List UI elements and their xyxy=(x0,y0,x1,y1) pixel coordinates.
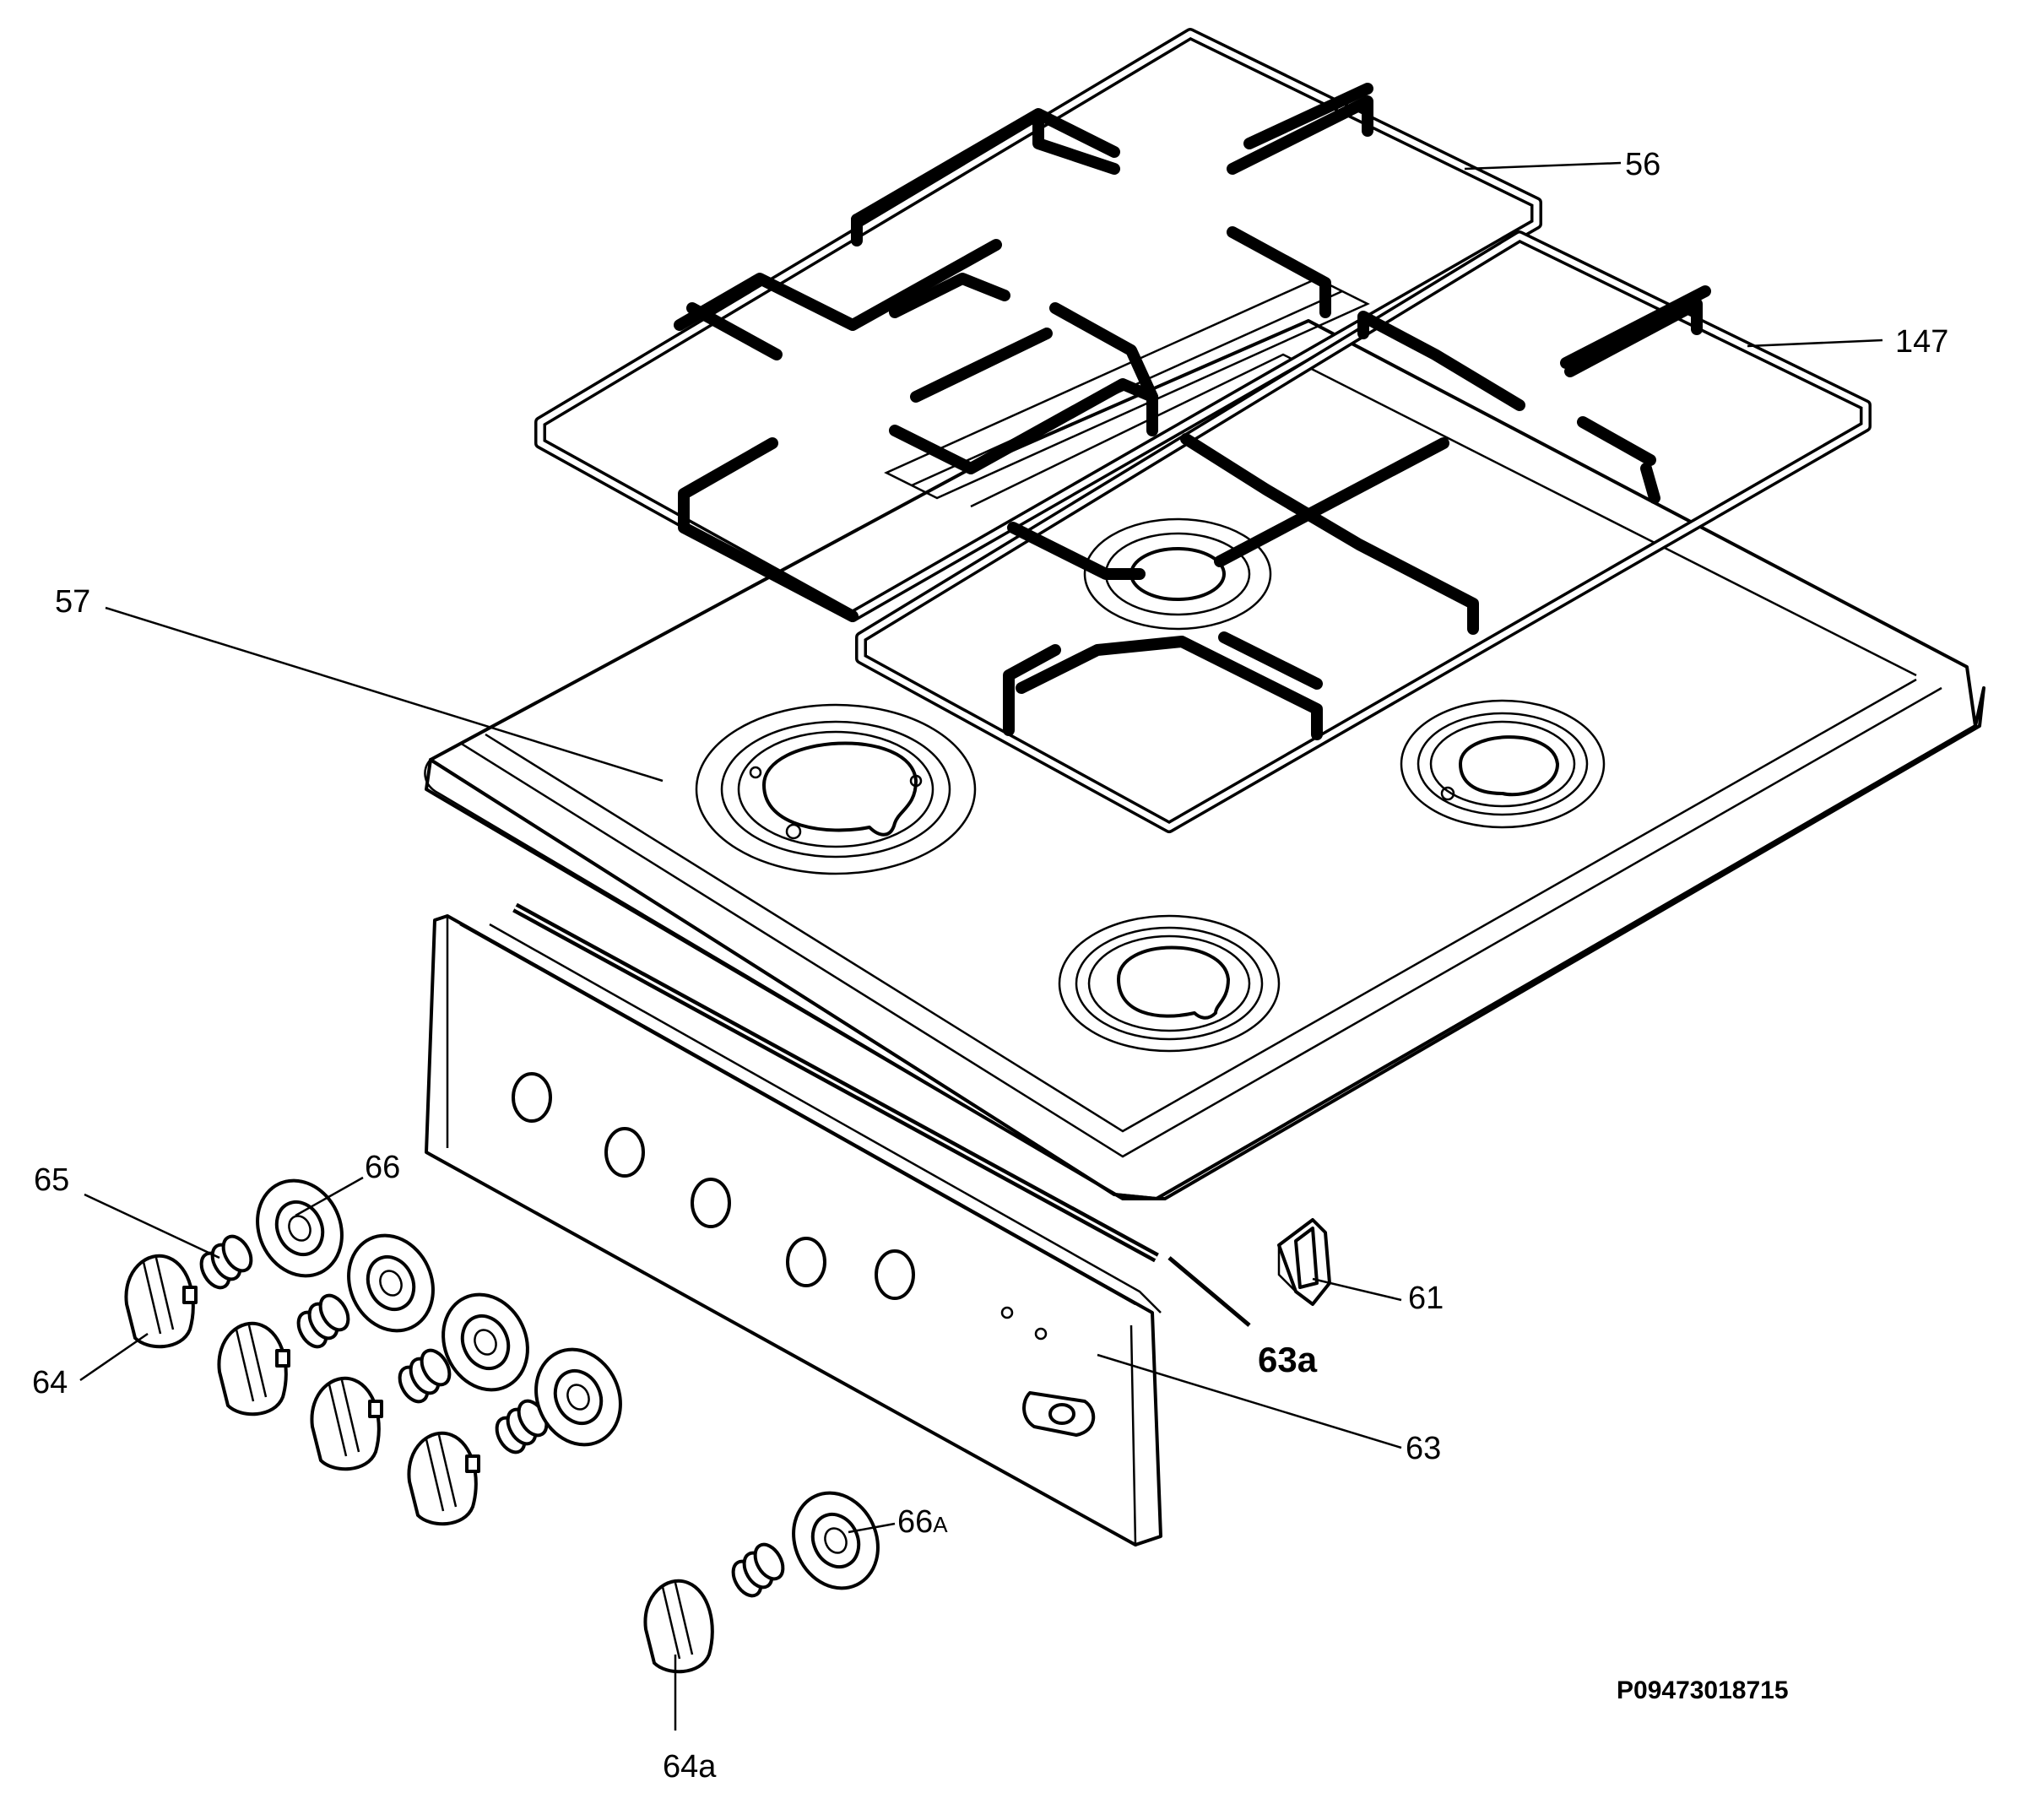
panel-hole-4 xyxy=(786,1237,826,1287)
leader-66 xyxy=(295,1176,364,1217)
label-64: 64 xyxy=(32,1365,68,1400)
panel-hole-5 xyxy=(875,1249,915,1300)
clip xyxy=(1277,1218,1331,1306)
control-panel xyxy=(425,914,1162,1547)
burner-front-center xyxy=(1058,914,1281,1053)
leader-63a xyxy=(1167,1256,1251,1327)
panel-hole-3 xyxy=(691,1178,731,1228)
spring-4 xyxy=(495,1399,549,1454)
leader-57 xyxy=(105,606,664,783)
pan-support-left xyxy=(534,28,1542,622)
label-66: 66 xyxy=(365,1150,400,1185)
label-147: 147 xyxy=(1895,324,1948,360)
knob-1 xyxy=(124,1254,198,1349)
label-66a: 66A xyxy=(897,1504,948,1540)
knob-5 xyxy=(643,1579,714,1674)
spring-3 xyxy=(398,1348,452,1404)
label-66a-suffix: A xyxy=(933,1512,948,1537)
leader-63 xyxy=(1097,1353,1402,1449)
burner-right xyxy=(1400,699,1606,829)
pan-support-right xyxy=(855,230,1872,833)
leader-61 xyxy=(1312,1277,1402,1302)
label-63a: 63a xyxy=(1258,1340,1318,1379)
burner-front-left xyxy=(695,703,977,875)
label-56: 56 xyxy=(1625,147,1660,182)
label-61: 61 xyxy=(1408,1281,1444,1316)
panel-hole-2 xyxy=(604,1127,645,1178)
bezel-5 xyxy=(792,1491,880,1590)
panel-hole-1 xyxy=(512,1072,552,1123)
leader-65 xyxy=(84,1193,220,1259)
leader-147 xyxy=(1747,339,1883,348)
knob-4 xyxy=(407,1431,480,1526)
seal-strip xyxy=(512,902,1159,1263)
bezel-3 xyxy=(441,1292,529,1392)
bezel-1 xyxy=(256,1178,344,1278)
label-64a: 64a xyxy=(663,1749,717,1785)
spring-5 xyxy=(731,1542,785,1598)
spring-1 xyxy=(199,1234,253,1290)
drawing-code: P09473018715 xyxy=(1617,1676,1789,1704)
label-57: 57 xyxy=(55,584,90,620)
knob-3 xyxy=(310,1376,383,1471)
knob-2 xyxy=(217,1321,290,1416)
bezel-2 xyxy=(347,1233,435,1333)
label-63: 63 xyxy=(1406,1431,1441,1466)
leader-66a xyxy=(848,1522,896,1534)
spring-2 xyxy=(296,1293,350,1349)
label-65: 65 xyxy=(34,1162,69,1198)
leader-64 xyxy=(79,1332,149,1382)
leader-56 xyxy=(1464,161,1622,171)
bezel-4 xyxy=(534,1347,622,1447)
label-66a-main: 66 xyxy=(897,1504,933,1540)
